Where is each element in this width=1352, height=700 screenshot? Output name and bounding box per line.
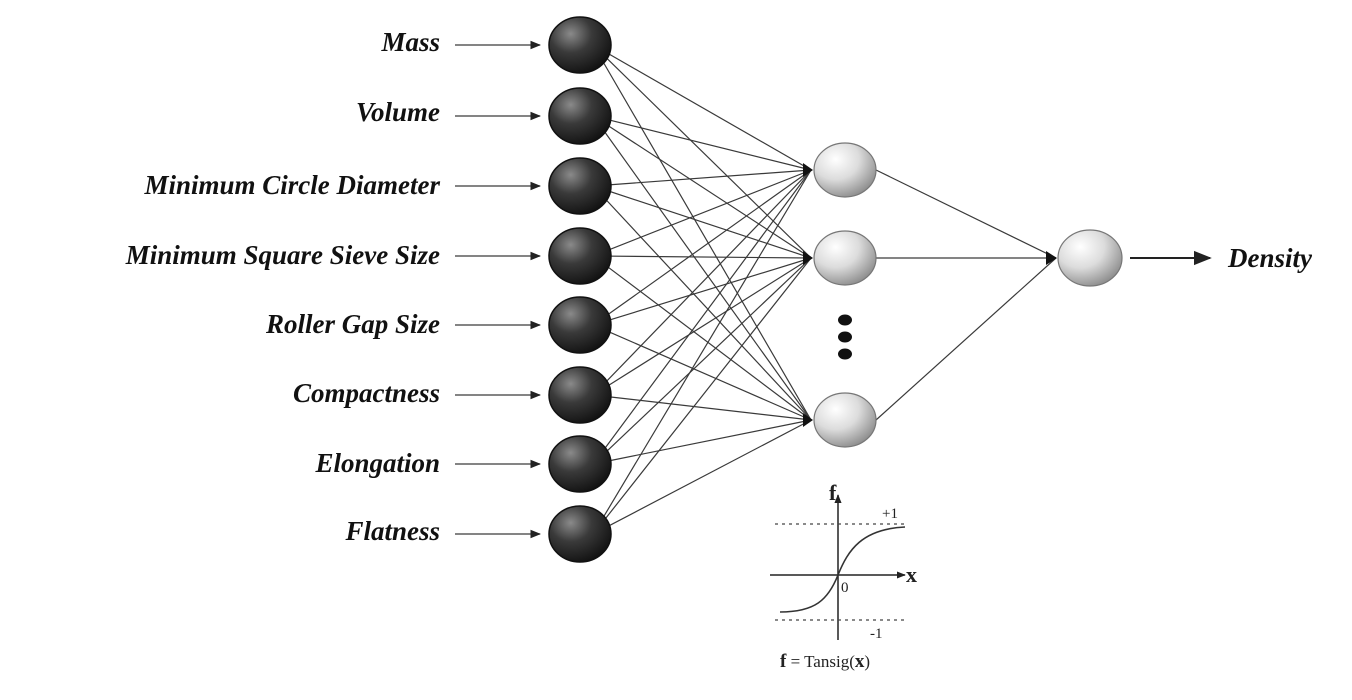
formula-close: ) bbox=[864, 652, 870, 671]
connection-edge bbox=[875, 169, 1057, 259]
input-node-compactness bbox=[548, 366, 612, 424]
hidden-layer bbox=[813, 142, 877, 448]
connection-edge bbox=[601, 257, 812, 391]
connection-edge bbox=[601, 127, 812, 421]
input-label-roller-gap-size: Roller Gap Size bbox=[265, 309, 440, 339]
connection-edge bbox=[601, 169, 812, 320]
connection-edge bbox=[601, 328, 812, 421]
input-label-elongation: Elongation bbox=[314, 448, 440, 478]
input-label-volume: Volume bbox=[356, 97, 440, 127]
input-label-compactness: Compactness bbox=[293, 378, 440, 408]
input-label-minimum-circle-diameter: Minimum Circle Diameter bbox=[143, 170, 440, 200]
input-node-flatness bbox=[548, 505, 612, 563]
input-node-roller-gap-size bbox=[548, 296, 612, 354]
connection-edge bbox=[601, 169, 812, 520]
hidden-node-n bbox=[813, 392, 877, 448]
connection-edge bbox=[601, 121, 812, 259]
activation-function-plot: f x 0 +1 -1 f = Tansig(x) bbox=[770, 480, 917, 672]
formula-x: x bbox=[855, 651, 865, 672]
formula-f: f bbox=[780, 651, 787, 672]
input-node-mass bbox=[548, 16, 612, 74]
input-layer bbox=[548, 16, 612, 563]
connection-edge bbox=[601, 419, 812, 463]
ellipsis-dot bbox=[838, 331, 852, 343]
input-hidden-connections bbox=[601, 49, 813, 530]
tansig-curve bbox=[779, 526, 906, 613]
connection-edge bbox=[601, 188, 812, 259]
output-node bbox=[1057, 229, 1123, 287]
input-labels: Mass Volume Minimum Circle Diameter Mini… bbox=[125, 27, 441, 546]
connection-arrowhead bbox=[803, 413, 813, 427]
activation-origin-label: 0 bbox=[841, 580, 849, 596]
activation-x-label: x bbox=[906, 562, 917, 587]
input-label-mass: Mass bbox=[380, 27, 440, 57]
connection-edge bbox=[601, 194, 812, 421]
input-node-minimum-square-sieve-size bbox=[548, 227, 612, 285]
input-node-elongation bbox=[548, 435, 612, 493]
connection-edge bbox=[601, 53, 812, 259]
connection-edge bbox=[601, 169, 812, 387]
hidden-output-connections bbox=[875, 169, 1057, 421]
connection-edge bbox=[601, 262, 812, 421]
input-node-minimum-circle-diameter bbox=[548, 157, 612, 215]
activation-f-label: f bbox=[829, 480, 837, 505]
connection-edge bbox=[601, 395, 812, 421]
input-label-flatness: Flatness bbox=[344, 516, 440, 546]
ellipsis-dot bbox=[838, 314, 852, 326]
connection-edge bbox=[601, 419, 812, 530]
connection-edge bbox=[601, 169, 812, 254]
formula-eq: = Tansig( bbox=[786, 652, 855, 671]
connection-arrowhead bbox=[803, 163, 813, 177]
connection-edge bbox=[875, 257, 1057, 421]
activation-lower-label: -1 bbox=[870, 626, 883, 642]
connection-arrowhead bbox=[803, 251, 813, 265]
activation-formula: f = Tansig(x) bbox=[780, 651, 870, 672]
connection-arrowhead bbox=[1046, 251, 1057, 265]
activation-upper-label: +1 bbox=[882, 506, 898, 522]
connection-edge bbox=[601, 257, 812, 457]
connection-edge bbox=[601, 117, 812, 171]
connection-edge bbox=[601, 49, 812, 171]
hidden-node-2 bbox=[813, 230, 877, 286]
output-label-density: Density bbox=[1227, 243, 1313, 273]
ellipsis-dot bbox=[838, 348, 852, 360]
input-node-volume bbox=[548, 87, 612, 145]
connection-edge bbox=[601, 257, 812, 323]
connection-edge bbox=[601, 169, 812, 453]
connection-edge bbox=[601, 169, 812, 186]
input-arrows bbox=[455, 40, 542, 539]
connection-edge bbox=[601, 59, 812, 421]
hidden-node-1 bbox=[813, 142, 877, 198]
connection-edge bbox=[601, 255, 812, 259]
connection-edge bbox=[601, 257, 812, 524]
ellipsis-dots bbox=[838, 314, 852, 360]
input-label-minimum-square-sieve-size: Minimum Square Sieve Size bbox=[125, 240, 440, 270]
